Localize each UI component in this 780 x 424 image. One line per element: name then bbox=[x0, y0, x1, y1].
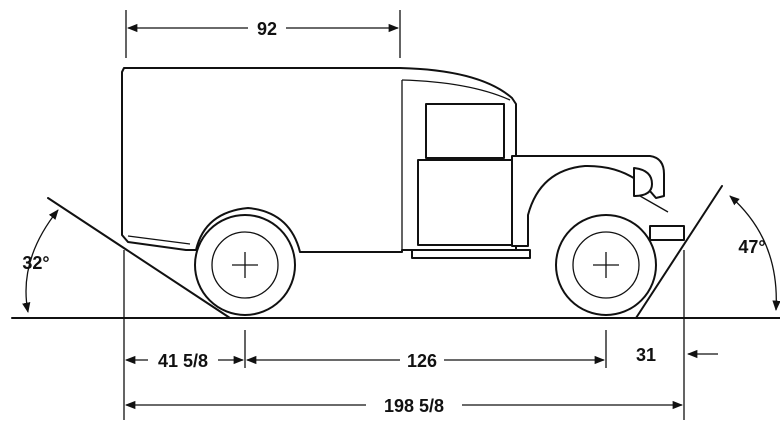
rear-overhang-label: 41 5/8 bbox=[158, 351, 208, 371]
truck-body bbox=[121, 67, 685, 259]
cab-window bbox=[425, 103, 505, 159]
approach-angle-line bbox=[635, 185, 723, 319]
departure-angle-label: 32° bbox=[22, 253, 49, 273]
hood bbox=[511, 155, 665, 247]
overall-length-label: 198 5/8 bbox=[384, 396, 444, 416]
running-board bbox=[411, 249, 531, 259]
departure-angle-arc bbox=[22, 209, 59, 314]
front-overhang-label: 31 bbox=[636, 345, 656, 365]
extension-lines bbox=[123, 10, 685, 420]
approach-angle-arc bbox=[729, 195, 780, 312]
axle-crosshair-icon bbox=[232, 252, 258, 278]
headlight bbox=[633, 167, 653, 197]
cab-door bbox=[417, 159, 513, 246]
cargo-length-label: 92 bbox=[257, 19, 277, 39]
front-bumper bbox=[649, 225, 685, 241]
axle-crosshair-icon bbox=[593, 252, 619, 278]
wheelbase-label: 126 bbox=[407, 351, 437, 371]
approach-angle-label: 47° bbox=[738, 237, 765, 257]
departure-angle-line bbox=[47, 197, 231, 319]
